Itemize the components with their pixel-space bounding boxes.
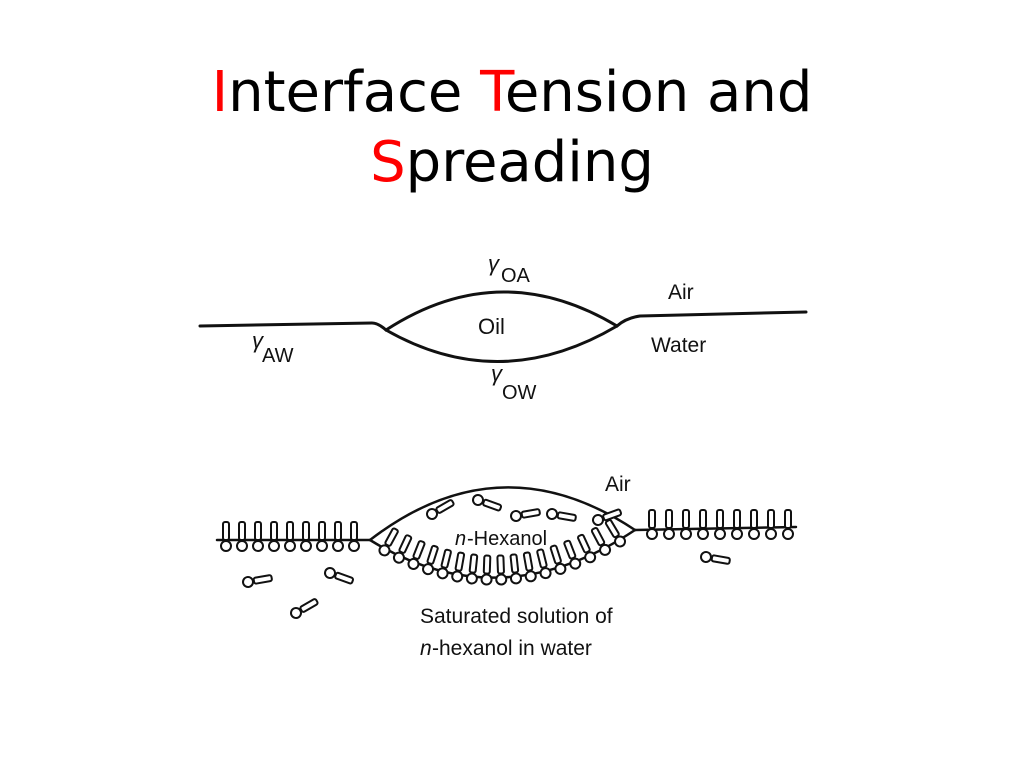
interface-molecule bbox=[451, 551, 466, 583]
interface-molecule bbox=[590, 526, 612, 556]
interface-molecule bbox=[378, 527, 399, 557]
surface-molecule bbox=[252, 521, 264, 552]
dissolved-molecule bbox=[546, 508, 577, 522]
interface-molecule bbox=[577, 533, 597, 564]
dissolved-molecule bbox=[290, 598, 319, 619]
gamma-ow-subscript: OW bbox=[502, 382, 537, 404]
surface-molecule bbox=[268, 521, 280, 552]
water-surface-left bbox=[198, 321, 388, 332]
interface-molecule bbox=[522, 551, 537, 583]
gamma-aw-symbol: γ bbox=[252, 328, 265, 353]
water-label: Water bbox=[651, 334, 706, 357]
title-letter-t: T bbox=[480, 60, 505, 125]
title-text-nterface: nterface bbox=[228, 60, 481, 125]
oil-lens-diagram bbox=[198, 290, 808, 363]
title-text-ension-and: ension and bbox=[504, 60, 813, 125]
surface-molecule bbox=[332, 521, 344, 552]
title-line-1: Interface Tension and bbox=[0, 58, 1024, 128]
interface-molecule bbox=[563, 539, 582, 570]
surface-molecule bbox=[220, 521, 232, 552]
surface-molecule bbox=[748, 509, 760, 540]
dissolved-molecule bbox=[324, 567, 355, 585]
interface-molecule bbox=[407, 540, 426, 570]
title-line-2: Spreading bbox=[0, 128, 1024, 198]
interface-molecule bbox=[436, 548, 452, 580]
interface-molecule bbox=[495, 554, 508, 586]
gamma-ow-symbol: γ bbox=[491, 361, 504, 386]
surface-molecule bbox=[284, 521, 296, 552]
interface-molecule bbox=[509, 553, 522, 585]
dissolved-molecule bbox=[242, 574, 273, 588]
surface-molecule bbox=[316, 521, 328, 552]
dissolved-molecule bbox=[700, 551, 731, 565]
caption-line-2: -hexanol in water bbox=[432, 637, 592, 660]
interface-molecule bbox=[392, 534, 413, 564]
interface-molecule bbox=[480, 554, 493, 586]
dissolved-molecule bbox=[472, 494, 503, 512]
surface-molecule bbox=[680, 509, 692, 540]
dissolved-molecule bbox=[510, 508, 541, 522]
interface-molecule bbox=[604, 519, 627, 548]
surface-molecule bbox=[782, 509, 794, 540]
surface-molecule bbox=[236, 521, 248, 552]
air-label-top: Air bbox=[668, 281, 694, 304]
air-label-bottom: Air bbox=[605, 473, 631, 496]
title-letter-i: I bbox=[211, 60, 229, 125]
gamma-oa-subscript: OA bbox=[501, 265, 531, 287]
hexanol-lens-top bbox=[368, 486, 637, 542]
oil-bottom-interface bbox=[384, 324, 619, 363]
oil-label: Oil bbox=[478, 314, 505, 339]
caption-line-1: Saturated solution of bbox=[420, 605, 613, 628]
water-surface-right bbox=[615, 310, 808, 328]
title-text-preading: preading bbox=[405, 130, 654, 195]
title-letter-s: S bbox=[370, 130, 406, 195]
interface-molecule bbox=[422, 544, 439, 576]
caption-line-2-n: n bbox=[420, 637, 432, 660]
surface-molecule bbox=[697, 509, 709, 540]
gamma-aw-subscript: AW bbox=[262, 345, 294, 367]
oil-top-interface bbox=[384, 290, 619, 332]
interface-molecule bbox=[465, 553, 479, 585]
gamma-oa-symbol: γ bbox=[488, 251, 501, 276]
slide-title: Interface Tension and Spreading bbox=[0, 58, 1024, 198]
dissolved-molecule bbox=[426, 499, 455, 520]
surface-molecule bbox=[731, 509, 743, 540]
surface-molecule bbox=[765, 509, 777, 540]
hexanol-label-n: n bbox=[455, 528, 466, 550]
surfactant-molecules bbox=[220, 494, 794, 619]
surface-molecule bbox=[348, 521, 360, 552]
surface-molecule bbox=[646, 509, 658, 540]
surface-molecule bbox=[300, 521, 312, 552]
surface-molecule bbox=[663, 509, 675, 540]
hexanol-label: -Hexanol bbox=[467, 528, 547, 550]
surface-molecule bbox=[714, 509, 726, 540]
interface-molecule bbox=[549, 544, 567, 575]
dissolved-molecule bbox=[592, 508, 623, 526]
interface-molecule bbox=[536, 548, 552, 580]
